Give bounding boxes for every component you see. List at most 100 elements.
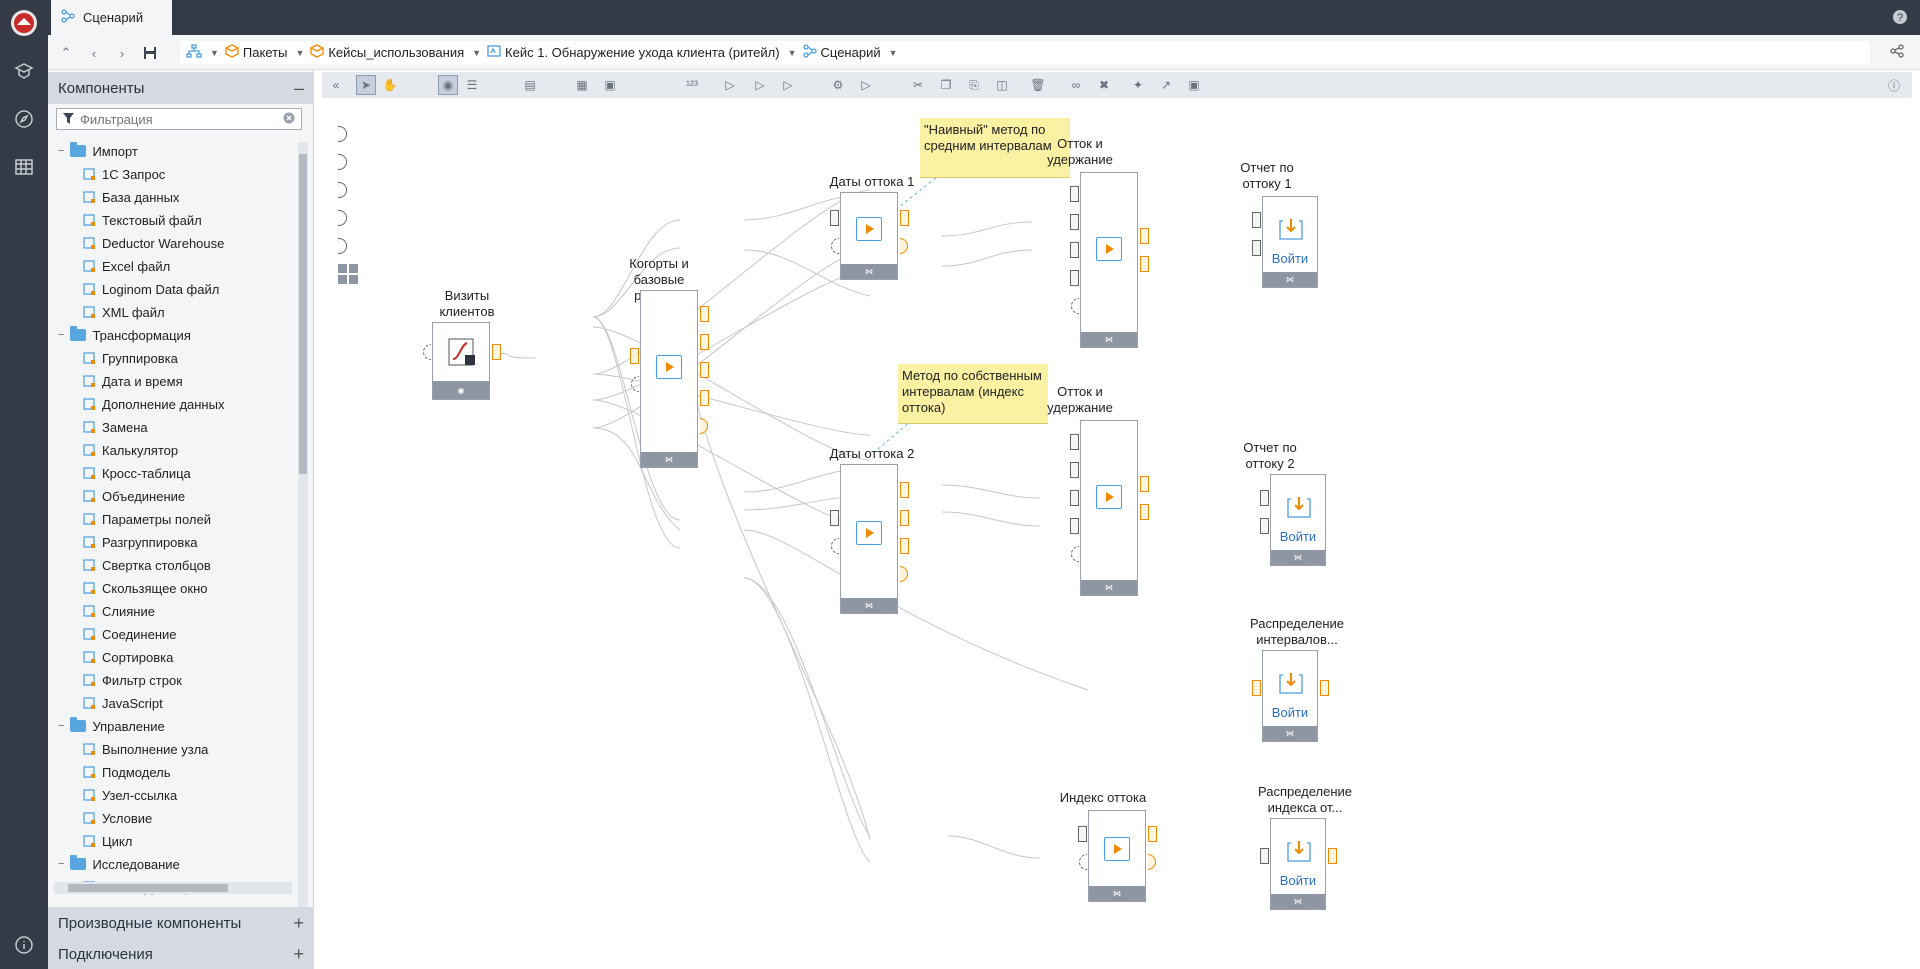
- tree-item[interactable]: Скользящее окно: [82, 577, 207, 599]
- output-port[interactable]: [1140, 256, 1149, 272]
- info-icon[interactable]: ⓘ: [1887, 78, 1900, 93]
- tree-item[interactable]: Цикл: [82, 830, 132, 852]
- node-index-distribution[interactable]: Войти ⋈: [1270, 818, 1326, 910]
- run-step-icon[interactable]: ▷: [755, 78, 765, 92]
- tree-scrollbar-vertical[interactable]: [298, 142, 308, 942]
- login-link[interactable]: Войти: [1271, 705, 1309, 720]
- tree-item[interactable]: Выполнение узла: [82, 738, 208, 760]
- help-icon[interactable]: ?: [1892, 9, 1908, 28]
- node-churn1[interactable]: ⋈: [1080, 172, 1138, 348]
- scrollbar-thumb[interactable]: [68, 884, 228, 892]
- input-port[interactable]: [1260, 518, 1269, 534]
- output-port[interactable]: [1140, 476, 1149, 492]
- note-own-intervals[interactable]: Метод по собственным интервалам (индекс …: [898, 364, 1048, 424]
- node-churn2[interactable]: ⋈: [1080, 420, 1138, 596]
- tree-toggle-icon[interactable]: −: [58, 858, 65, 870]
- breadcrumb-root[interactable]: ▼: [186, 44, 219, 61]
- settings-icon[interactable]: ⚙: [832, 78, 844, 92]
- save-icon[interactable]: [140, 43, 160, 63]
- input-port[interactable]: [1070, 214, 1079, 230]
- duplicate-icon[interactable]: ◫: [996, 78, 1008, 92]
- tree-item[interactable]: Кросс-таблица: [82, 462, 191, 484]
- tree-item[interactable]: Группировка: [82, 347, 178, 369]
- input-port[interactable]: [1252, 212, 1261, 228]
- node-dates1[interactable]: ⋈: [840, 192, 898, 280]
- output-port[interactable]: [700, 390, 709, 406]
- packages-icon[interactable]: [9, 56, 39, 86]
- tree-item[interactable]: Соединение: [82, 623, 177, 645]
- input-port[interactable]: [830, 510, 839, 526]
- grid-view-icon[interactable]: [338, 264, 358, 287]
- tree-item[interactable]: Свертка столбцов: [82, 554, 211, 576]
- info-icon[interactable]: [9, 930, 39, 960]
- output-port[interactable]: [900, 538, 909, 554]
- tree-item[interactable]: Калькулятор: [82, 439, 178, 461]
- output-port[interactable]: [700, 334, 709, 350]
- tree-item[interactable]: Подмодель: [82, 761, 171, 783]
- node-report1[interactable]: Войти ⋈: [1262, 196, 1318, 288]
- breadcrumb-use-cases[interactable]: Кейсы_использования ▼: [309, 44, 482, 61]
- components-header[interactable]: Компоненты –: [48, 72, 314, 104]
- tree-folder[interactable]: −Импорт: [58, 140, 138, 162]
- numbering-icon[interactable]: ¹²³: [686, 78, 698, 92]
- output-port[interactable]: [700, 362, 709, 378]
- derived-components-header[interactable]: Производные компоненты +: [48, 907, 314, 939]
- frame-icon[interactable]: ▣: [1188, 78, 1200, 92]
- tree-item[interactable]: Текстовый файл: [82, 209, 202, 231]
- tree-scrollbar-horizontal[interactable]: [54, 882, 292, 894]
- list-view-icon[interactable]: ☰: [466, 78, 478, 92]
- node-distribution[interactable]: Войти ⋈: [1262, 650, 1318, 742]
- app-logo-icon[interactable]: [9, 8, 39, 38]
- play-icon[interactable]: [1096, 485, 1122, 509]
- filter-field[interactable]: [56, 108, 302, 130]
- breadcrumb-packages[interactable]: Пакеты ▼: [224, 44, 305, 61]
- play-icon[interactable]: [856, 217, 882, 241]
- input-port[interactable]: [1070, 490, 1079, 506]
- output-port[interactable]: [700, 306, 709, 322]
- compass-icon[interactable]: [9, 104, 39, 134]
- expand-icon[interactable]: +: [293, 943, 304, 964]
- collapse-icon[interactable]: –: [293, 77, 304, 98]
- input-port[interactable]: [1260, 490, 1269, 506]
- tree-item[interactable]: Замена: [82, 416, 148, 438]
- note-naive[interactable]: "Наивный" метод по средним интервалам: [920, 118, 1070, 178]
- hand-tool-icon[interactable]: ✋: [382, 78, 398, 92]
- tree-folder[interactable]: −Трансформация: [58, 324, 191, 346]
- arrange-icon[interactable]: ▣: [604, 78, 616, 92]
- tree-item[interactable]: Разгруппировка: [82, 531, 198, 553]
- share-icon[interactable]: [1890, 44, 1904, 61]
- login-link[interactable]: Войти: [1271, 251, 1309, 266]
- node-index[interactable]: ⋈: [1088, 810, 1146, 902]
- tree-item[interactable]: Сортировка: [82, 646, 173, 668]
- play-icon[interactable]: [1096, 237, 1122, 261]
- tree-item[interactable]: JavaScript: [82, 692, 163, 714]
- tree-toggle-icon[interactable]: −: [58, 329, 65, 341]
- arrow-icon[interactable]: ↗: [1160, 78, 1172, 92]
- unlink-icon[interactable]: ✖: [1098, 78, 1110, 92]
- tree-item[interactable]: Дополнение данных: [82, 393, 224, 415]
- input-port[interactable]: [830, 210, 839, 226]
- cut-icon[interactable]: ✂: [912, 78, 924, 92]
- tree-toggle-icon[interactable]: −: [58, 720, 65, 732]
- tree-folder[interactable]: −Управление: [58, 715, 165, 737]
- forward-icon[interactable]: ›: [119, 45, 125, 61]
- chevron-down-icon[interactable]: ▼: [295, 47, 305, 58]
- connections-header[interactable]: Подключения +: [48, 939, 314, 969]
- tree-toggle-icon[interactable]: −: [58, 145, 65, 157]
- chevron-down-icon[interactable]: ▼: [888, 47, 898, 58]
- back-icon[interactable]: ‹: [91, 45, 97, 61]
- tree-item[interactable]: Параметры полей: [82, 508, 211, 530]
- output-port[interactable]: [1148, 826, 1157, 842]
- paste-icon[interactable]: ⎘: [969, 77, 979, 92]
- pin-icon[interactable]: ✦: [1132, 78, 1144, 92]
- delete-icon[interactable]: 🗑: [1030, 78, 1046, 92]
- tree-item[interactable]: Loginom Data файл: [82, 278, 219, 300]
- tree-item[interactable]: База данных: [82, 186, 179, 208]
- output-port[interactable]: [492, 344, 501, 360]
- workflow-canvas[interactable]: Визиты клиентов ◉ Когорты и базовые расч…: [322, 100, 1912, 969]
- run-icon[interactable]: ▷: [725, 78, 735, 92]
- node-cohorts[interactable]: ⋈: [640, 290, 698, 468]
- output-port[interactable]: [900, 482, 909, 498]
- chevron-down-icon[interactable]: ▼: [472, 47, 482, 58]
- chevron-down-icon[interactable]: ▼: [210, 47, 219, 58]
